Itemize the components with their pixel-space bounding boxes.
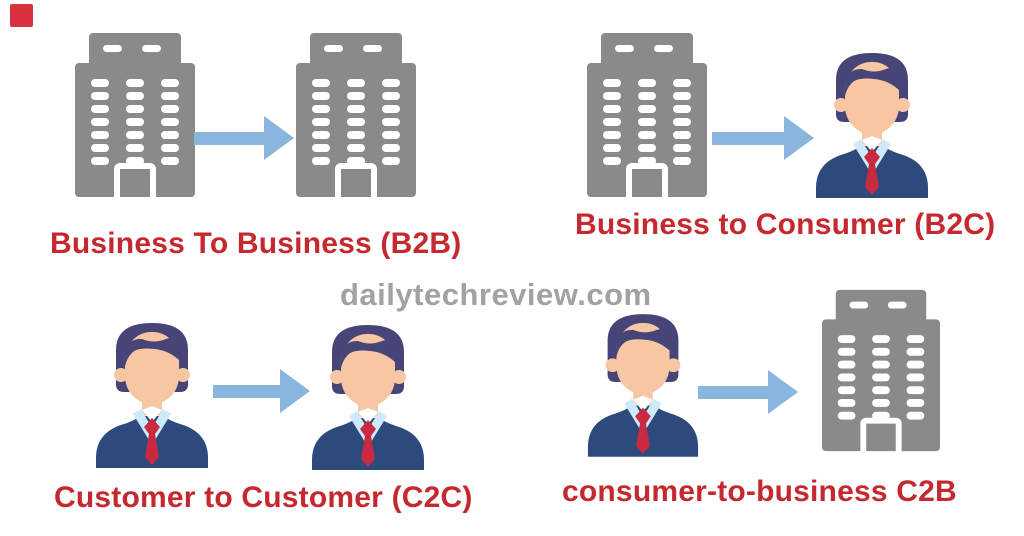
building-icon: [587, 33, 707, 197]
arrow-shaft: [712, 132, 787, 145]
watermark: dailytechreview.com: [340, 277, 652, 312]
c2c-label: Customer to Customer (C2C): [54, 481, 473, 514]
arrow-head: [784, 116, 814, 160]
businessman-icon: [584, 308, 702, 458]
c2b-label: consumer-to-business C2B: [562, 475, 957, 508]
arrow-right-icon: [194, 114, 294, 162]
businessman-icon: [308, 320, 428, 470]
businessman-icon: [92, 318, 212, 468]
arrow-shaft: [213, 385, 283, 398]
arrow-head: [768, 370, 798, 414]
building-icon: [822, 289, 940, 452]
b2b-label: Business To Business (B2B): [50, 227, 462, 260]
building-icon: [296, 33, 416, 197]
corner-accent-square: [10, 4, 33, 27]
arrow-shaft: [698, 386, 771, 399]
b2c-label: Business to Consumer (B2C): [575, 208, 996, 241]
arrow-head: [264, 116, 294, 160]
arrow-right-icon: [698, 369, 798, 415]
arrow-head: [280, 369, 310, 413]
arrow-right-icon: [213, 368, 310, 414]
businessman-icon: [812, 48, 932, 198]
arrow-shaft: [194, 132, 267, 145]
building-icon: [75, 33, 195, 197]
arrow-right-icon: [712, 114, 814, 162]
